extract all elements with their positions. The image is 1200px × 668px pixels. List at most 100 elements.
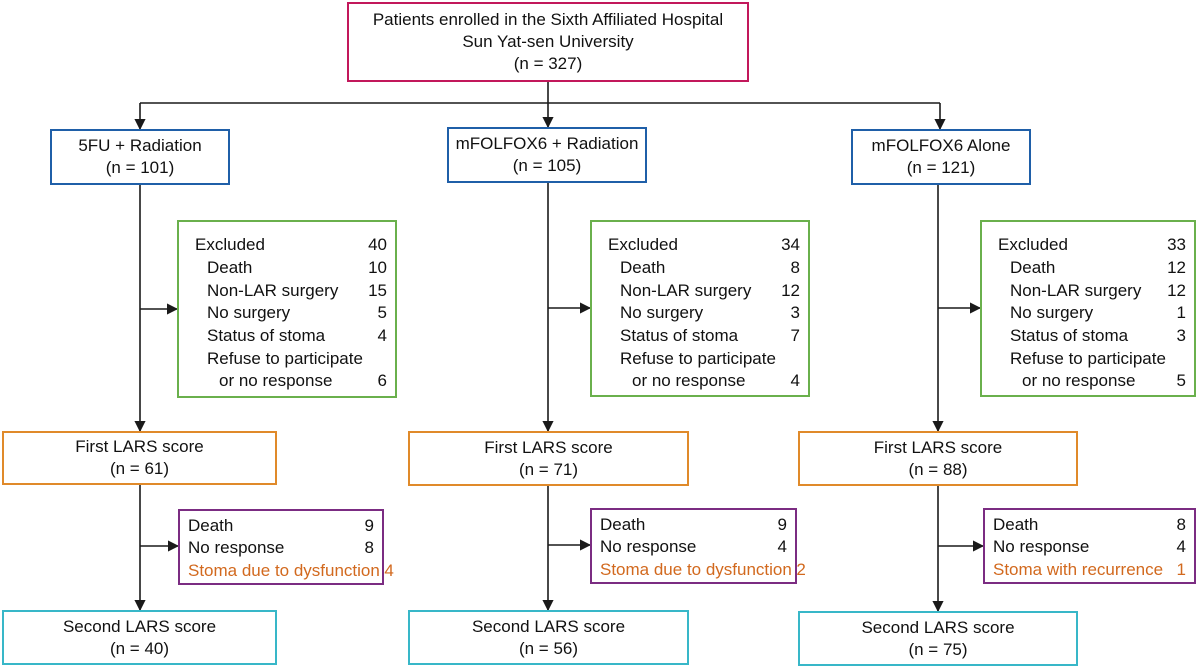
- nosurgery-count: 5: [377, 303, 387, 323]
- first-lars-box: First LARS score (n = 61): [2, 431, 277, 485]
- nonlar-count: 12: [1167, 280, 1186, 300]
- loss-noresponse-row: No response 4: [993, 536, 1186, 558]
- excluded-title: Excluded: [195, 235, 265, 255]
- excluded-total: 40: [368, 235, 387, 255]
- noresponse-count: 4: [777, 537, 787, 557]
- nonlar-label: Non-LAR surgery: [620, 280, 752, 300]
- first-lars-box: First LARS score (n = 71): [408, 431, 689, 486]
- first-lars-title: First LARS score: [75, 437, 204, 456]
- excluded-total-row: Excluded 40: [195, 234, 387, 257]
- stoma-label: Stoma due to dysfunction: [188, 560, 380, 580]
- stoma-count: 1: [1176, 559, 1186, 579]
- loss-noresponse-row: No response 8: [188, 537, 374, 559]
- noresponse-label: No response: [188, 538, 285, 558]
- root-line1: Patients enrolled in the Sixth Affiliate…: [372, 10, 724, 29]
- excluded-nonlar-row: Non-LAR surgery 12: [998, 279, 1186, 302]
- arm-n: (n = 121): [906, 158, 976, 177]
- excluded-total-row: Excluded 33: [998, 234, 1186, 257]
- excluded-box: Excluded 33 Death 12 Non-LAR surgery 12 No …: [980, 220, 1196, 397]
- second-lars-n: (n = 75): [908, 639, 968, 659]
- noresponse-count: 4: [1176, 537, 1186, 557]
- nonlar-count: 15: [368, 280, 387, 300]
- death-label: Death: [188, 516, 234, 536]
- excluded-total: 33: [1167, 235, 1186, 255]
- excluded-refuse-row-2: or no response 4: [608, 370, 800, 393]
- loss-stoma-row: Stoma with recurrence 1: [993, 559, 1186, 581]
- second-lars-box: Second LARS score (n = 56): [408, 610, 689, 665]
- refuse-label-2: or no response: [632, 371, 746, 391]
- second-lars-title: Second LARS score: [861, 617, 1015, 637]
- death-label: Death: [620, 258, 666, 278]
- death-count: 10: [368, 258, 387, 278]
- excluded-death-row: Death 10: [195, 257, 387, 280]
- excluded-refuse-row-2: or no response 5: [998, 370, 1186, 393]
- refuse-label-2: or no response: [1022, 371, 1136, 391]
- death-label: Death: [600, 515, 646, 535]
- root-box: Patients enrolled in the Sixth Affiliate…: [347, 2, 749, 82]
- excluded-total: 34: [781, 235, 800, 255]
- first-lars-n: (n = 71): [518, 459, 579, 479]
- arm-name: 5FU + Radiation: [78, 136, 202, 155]
- excluded-death-row: Death 12: [998, 257, 1186, 280]
- stoma-label: Stoma with recurrence: [993, 559, 1164, 579]
- arm-name: mFOLFOX6 + Radiation: [455, 134, 639, 153]
- noresponse-count: 8: [364, 538, 374, 558]
- arm-n: (n = 101): [105, 158, 175, 177]
- second-lars-n: (n = 40): [109, 638, 170, 658]
- first-lars-box: First LARS score (n = 88): [798, 431, 1078, 486]
- nonlar-label: Non-LAR surgery: [1010, 280, 1142, 300]
- arm-n: (n = 105): [512, 156, 582, 175]
- excluded-nosurgery-row: No surgery 5: [195, 302, 387, 325]
- excluded-title: Excluded: [998, 235, 1068, 255]
- excluded-title: Excluded: [608, 235, 678, 255]
- first-lars-n: (n = 61): [109, 459, 170, 478]
- death-label: Death: [207, 258, 253, 278]
- refuse-label-1: Refuse to participate: [1010, 348, 1166, 368]
- arm-box-mfolfox6-alone: mFOLFOX6 Alone (n = 121): [851, 129, 1031, 185]
- excluded-refuse-row: Refuse to participate: [195, 347, 387, 370]
- second-lars-box: Second LARS score (n = 75): [798, 611, 1078, 666]
- nosurgery-label: No surgery: [1010, 303, 1094, 323]
- death-count: 8: [1176, 515, 1186, 535]
- noresponse-label: No response: [993, 537, 1090, 557]
- stoma-count: 4: [377, 326, 387, 346]
- refuse-label-1: Refuse to participate: [207, 348, 363, 368]
- refuse-count: 6: [377, 371, 387, 391]
- refuse-count: 5: [1176, 371, 1186, 391]
- nosurgery-count: 3: [790, 303, 800, 323]
- root-line3: (n = 327): [513, 54, 583, 73]
- second-lars-title: Second LARS score: [471, 616, 626, 636]
- root-line2: Sun Yat-sen University: [462, 32, 634, 51]
- first-lars-title: First LARS score: [484, 437, 613, 457]
- nosurgery-label: No surgery: [207, 303, 291, 323]
- nosurgery-count: 1: [1176, 303, 1186, 323]
- death-count: 12: [1167, 258, 1186, 278]
- refuse-count: 4: [790, 371, 800, 391]
- stoma-count: 3: [1176, 326, 1186, 346]
- stoma-count: 4: [384, 560, 394, 580]
- stoma-label: Stoma due to dysfunction: [600, 559, 792, 579]
- stoma-count: 7: [790, 326, 800, 346]
- death-label: Death: [1010, 258, 1056, 278]
- excluded-refuse-row: Refuse to participate: [998, 347, 1186, 370]
- refuse-label-2: or no response: [219, 371, 333, 391]
- arm-box-5fu-radiation: 5FU + Radiation (n = 101): [50, 129, 230, 185]
- excluded-total-row: Excluded 34: [608, 234, 800, 257]
